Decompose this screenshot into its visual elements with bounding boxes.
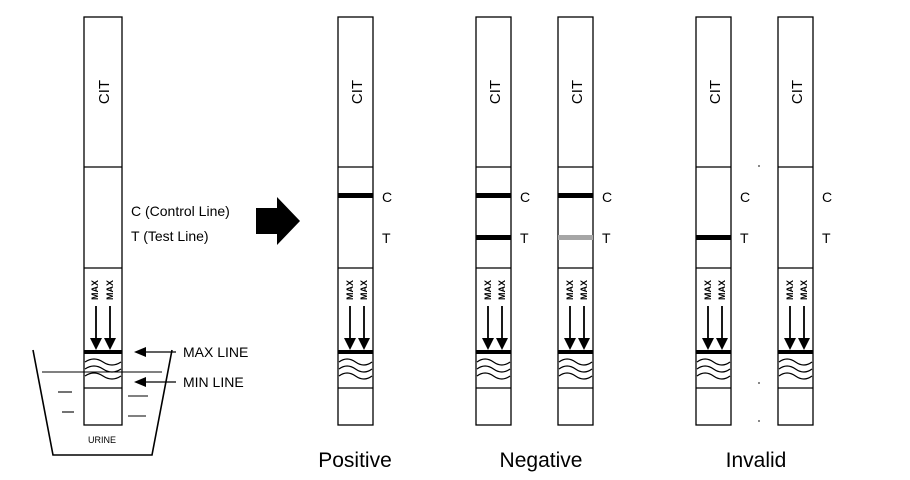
strip-brand: CIT [569,80,586,104]
test-mark: T [520,230,529,246]
dip-strip-max-labels: MAX MAX [90,280,115,300]
absorbent-wave [696,358,731,366]
test-mark: T [382,230,391,246]
test-mark: T [740,230,749,246]
result-strip-positive: CIT C T MAX MAX [337,16,392,426]
result-strips: CIT C T MAX MAX CIT C T MAX MAX CIT C T MAX MAX CIT C T MA… [337,16,832,426]
absorbent-wave [696,365,731,373]
control-line [338,193,373,198]
control-line [558,193,593,198]
strip-brand: CIT [707,80,724,104]
min-line-label: MIN LINE [183,374,244,390]
dip-strip-waves [84,358,122,380]
max-band [338,350,373,354]
result-strip-negative: CIT C T MAX MAX [475,16,530,426]
group-label-invalid: Invalid [726,449,787,472]
max-label: MAX [579,280,589,300]
arrow-head [798,338,810,350]
urine-label: URINE [88,435,116,445]
test-line [476,235,511,240]
control-mark: C [520,189,530,205]
test-line [558,235,593,240]
max-label: MAX [799,280,809,300]
arrow-head [578,338,590,350]
absorbent-wave [476,372,511,380]
absorbent-wave [778,365,813,373]
strip-brand: CIT [487,80,504,104]
max-label: MAX [483,280,493,300]
absorbent-wave [696,372,731,380]
absorbent-wave [476,358,511,366]
dip-max-label-2: MAX [105,280,115,300]
test-line [696,235,731,240]
control-line [476,193,511,198]
max-label: MAX [703,280,713,300]
test-mark: T [602,230,611,246]
absorbent-wave [558,358,593,366]
tick-dots [758,165,760,422]
max-line-label: MAX LINE [183,344,248,360]
max-label: MAX [345,280,355,300]
max-label: MAX [359,280,369,300]
control-mark: C [740,189,750,205]
dip-demo-strip [83,16,123,426]
strip-outline [777,16,814,426]
max-line-callout [134,347,176,357]
absorbent-wave [476,365,511,373]
result-strip-invalid: CIT C T MAX MAX [695,16,750,426]
test-mark: T [822,230,831,246]
arrow-head [358,338,370,350]
legend-control-line: C (Control Line) [131,203,230,219]
strip-brand: CIT [789,80,806,104]
max-band [778,350,813,354]
absorbent-wave [778,358,813,366]
absorbent-wave [558,372,593,380]
result-strip-negative: CIT C T MAX MAX [557,16,612,426]
max-band [696,350,731,354]
arrow-head [716,338,728,350]
control-mark: C [382,189,392,205]
arrow-head [482,338,494,350]
arrow-head [702,338,714,350]
absorbent-wave [558,365,593,373]
arrow-head [496,338,508,350]
max-label: MAX [785,280,795,300]
strip-outline [475,16,512,426]
arrow-head [344,338,356,350]
control-mark: C [822,189,832,205]
legend-test-line: T (Test Line) [131,228,209,244]
dip-strip-arrows [90,306,116,350]
min-line-callout [134,377,176,387]
absorbent-wave [338,365,373,373]
group-label-positive: Positive [318,449,392,472]
group-label-negative: Negative [500,449,583,472]
strip-brand: CIT [349,80,366,104]
strip-outline [557,16,594,426]
max-band [476,350,511,354]
max-band [558,350,593,354]
big-arrow-icon [256,197,300,245]
strip-outline [695,16,732,426]
urine-container [32,349,173,456]
dip-max-label-1: MAX [90,280,100,300]
control-mark: C [602,189,612,205]
max-label: MAX [717,280,727,300]
dip-strip-outline [83,16,123,426]
strip-outline [337,16,374,426]
arrow-head [564,338,576,350]
max-label: MAX [497,280,507,300]
dip-strip-brand: CIT [96,80,113,104]
arrow-head [784,338,796,350]
absorbent-wave [338,358,373,366]
result-strip-invalid: CIT C T MAX MAX [777,16,832,426]
max-label: MAX [565,280,575,300]
absorbent-wave [778,372,813,380]
absorbent-wave [338,372,373,380]
dip-strip-max-band [84,350,122,354]
